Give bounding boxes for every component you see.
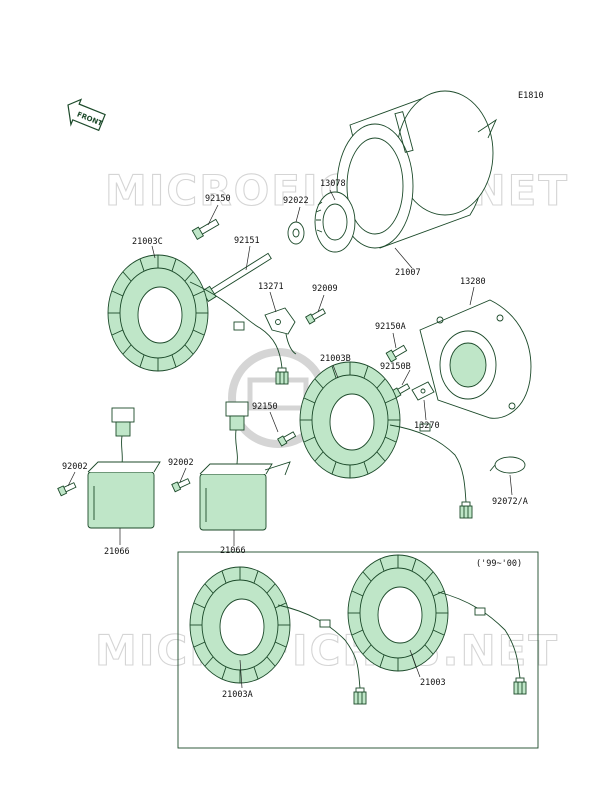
stator-21003A <box>189 566 367 705</box>
flywheel-rotor <box>336 90 498 249</box>
label-13270: 13270 <box>414 421 440 431</box>
label-92002-left: 92002 <box>62 462 88 472</box>
bolt-92150-mid <box>277 431 297 447</box>
label-92072A: 92072/A <box>492 497 528 507</box>
bolt-92009 <box>305 308 326 325</box>
diagram-code: E1810 <box>518 91 544 101</box>
label-21003B: 21003B <box>320 354 351 364</box>
label-21003C: 21003C <box>132 237 163 247</box>
label-92150A: 92150A <box>375 322 406 332</box>
year-note: ('99~'00) <box>476 559 522 569</box>
label-92009: 92009 <box>312 284 338 294</box>
label-21066-mid: 21066 <box>220 546 246 556</box>
label-13280: 13280 <box>460 277 486 287</box>
wire-clamp <box>489 456 526 474</box>
clutch-gear <box>314 191 356 253</box>
label-21007: 21007 <box>395 268 421 278</box>
label-21066-left: 21066 <box>104 547 130 557</box>
label-21003: 21003 <box>420 678 446 688</box>
label-13078: 13078 <box>320 179 346 189</box>
washer <box>287 221 305 245</box>
label-92150-mid: 92150 <box>252 402 278 412</box>
regulator-left <box>87 407 161 529</box>
front-arrow-icon: FRONT <box>67 98 106 132</box>
assembly-arrow <box>264 461 291 476</box>
bolt-92150A <box>385 344 408 363</box>
variant-box <box>177 551 539 749</box>
stator-21003 <box>347 554 527 695</box>
pickup-coil <box>264 307 297 355</box>
bolt-92150-top <box>191 218 220 240</box>
bolt-92002-mid <box>171 478 191 493</box>
stator-21003C <box>107 254 289 385</box>
wire-bracket <box>411 381 435 401</box>
stator-cover <box>419 299 532 419</box>
stator-21003B <box>299 361 473 519</box>
label-92150B: 92150B <box>380 362 411 372</box>
leader-lines <box>67 189 513 689</box>
label-92151: 92151 <box>234 236 260 246</box>
bolt-92002-left <box>57 482 77 497</box>
label-92150-top: 92150 <box>205 194 231 204</box>
label-13271: 13271 <box>258 282 284 292</box>
label-92002-mid: 92002 <box>168 458 194 468</box>
label-21003A: 21003A <box>222 690 253 700</box>
label-92022: 92022 <box>283 196 309 206</box>
watermark-bottom: MICROFICHES.NET <box>95 626 559 675</box>
regulator-middle <box>199 401 273 531</box>
